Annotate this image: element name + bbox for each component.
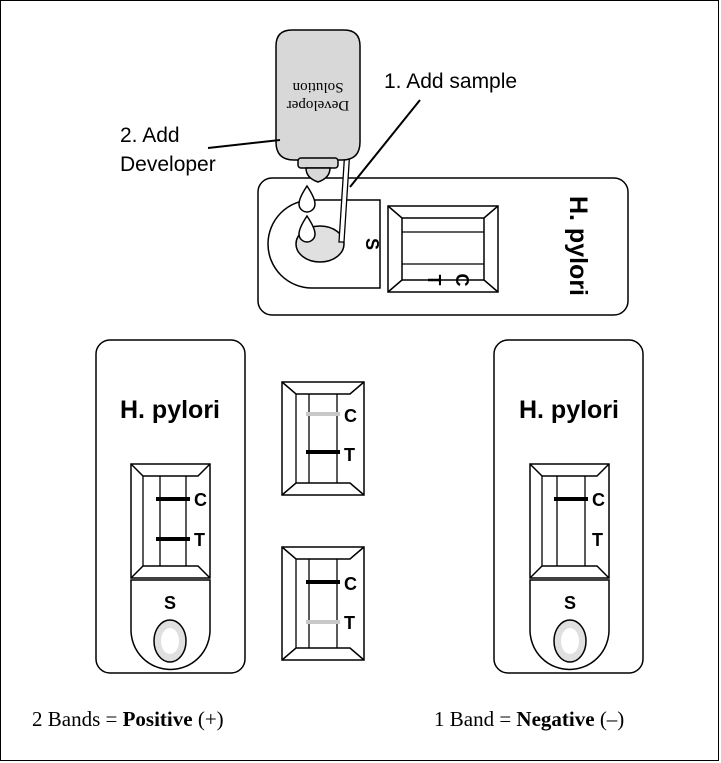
top-test-label: T <box>424 275 444 286</box>
developer-drops <box>298 184 316 243</box>
positive-caption-bold: Positive <box>122 707 193 731</box>
window2-test-band <box>306 620 340 624</box>
positive-test-label: T <box>194 530 205 550</box>
negative-caption-suffix: (–) <box>594 707 625 731</box>
window2-control-label: C <box>344 574 357 594</box>
negative-caption-bold: Negative <box>516 707 595 731</box>
positive-caption: 2 Bands = Positive (+) <box>32 707 224 732</box>
negative-control-label: C <box>592 490 605 510</box>
top-brand-label: H. pylori <box>564 196 592 296</box>
window-faint-control: C T <box>281 381 365 496</box>
step2-label-line1: 2. Add <box>120 124 180 147</box>
positive-brand-label: H. pylori <box>120 396 220 424</box>
negative-brand-label: H. pylori <box>519 396 619 424</box>
positive-caption-suffix: (+) <box>192 707 224 731</box>
bottle-label-line1: Developer <box>287 97 349 113</box>
window1-control-band <box>306 412 340 416</box>
positive-test-band <box>156 537 190 541</box>
negative-result-window <box>529 463 610 579</box>
negative-control-band <box>554 497 588 501</box>
positive-sample-label: S <box>164 593 176 613</box>
positive-caption-prefix: 2 Bands = <box>32 707 123 731</box>
step1-leader-line <box>349 99 421 188</box>
window2-test-label: T <box>344 613 355 633</box>
window-faint-test: C T <box>281 546 365 661</box>
negative-cassette: H. pylori C T S <box>493 339 644 674</box>
positive-result-window <box>130 463 211 579</box>
window1-test-label: T <box>344 445 355 465</box>
positive-cassette: H. pylori C T S <box>95 339 246 674</box>
negative-caption-prefix: 1 Band = <box>434 707 517 731</box>
step2-leader-line <box>207 139 281 149</box>
top-result-window <box>387 205 499 293</box>
step1-label: 1. Add sample <box>384 70 517 93</box>
top-control-label: C <box>452 274 472 287</box>
developer-bottle: Developer Solution <box>275 29 361 183</box>
negative-test-label: T <box>592 530 603 550</box>
negative-caption: 1 Band = Negative (–) <box>434 707 624 732</box>
bottle-label-line2: Solution <box>292 79 343 95</box>
positive-control-label: C <box>194 490 207 510</box>
step2-label-line2: Developer <box>120 153 216 176</box>
window2-control-band <box>306 580 340 584</box>
window1-control-label: C <box>344 406 357 426</box>
negative-sample-label: S <box>564 593 576 613</box>
positive-control-band <box>156 497 190 501</box>
top-sample-label: S <box>362 238 382 250</box>
top-cassette: S C T H. pylori <box>257 177 629 316</box>
window1-test-band <box>306 450 340 454</box>
